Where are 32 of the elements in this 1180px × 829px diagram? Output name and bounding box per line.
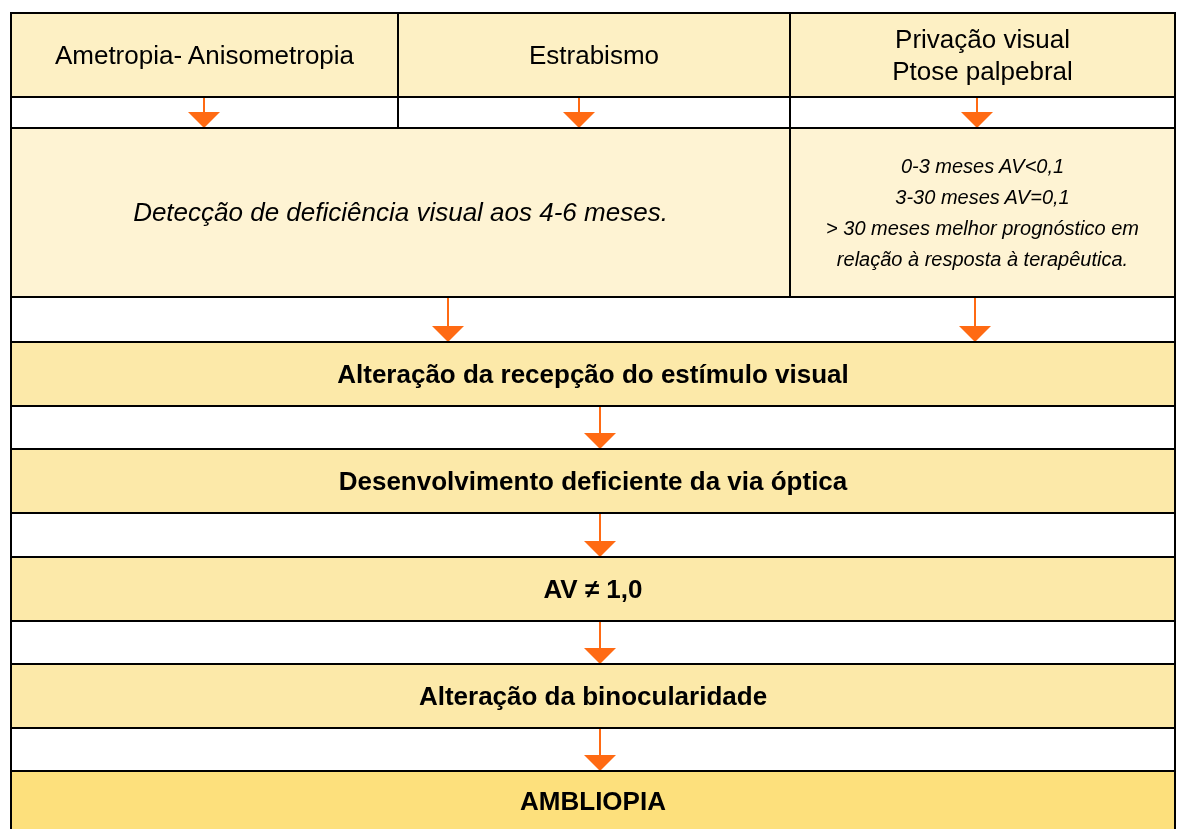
cell-text: Alteração da recepção do estímulo visual — [337, 357, 849, 391]
down-arrow — [563, 97, 595, 129]
table-cell — [10, 770, 1176, 829]
table-cell — [397, 12, 791, 98]
cell-text: Estrabismo — [528, 38, 659, 72]
table-cell — [10, 556, 1176, 622]
down-arrow — [959, 297, 991, 343]
cell-text: Ametropia- Anisometropia — [54, 38, 355, 72]
cell-text: Privação visual — [895, 23, 1070, 55]
down-arrow — [584, 513, 616, 558]
cell-text: Desenvolvimento deficiente da via óptica — [338, 464, 848, 498]
down-arrow — [584, 406, 616, 450]
table-cell — [10, 663, 1176, 729]
table-cell — [789, 12, 1176, 98]
cell-text: AMBLIOPIA — [520, 784, 666, 818]
table-cell — [789, 127, 1176, 298]
table-cell — [10, 448, 1176, 514]
table-cell — [10, 12, 399, 98]
down-arrow — [432, 297, 464, 343]
down-arrow — [584, 621, 616, 665]
cell-text: 0-3 meses AV<0,1 — [900, 153, 1065, 179]
cell-text: Alteração da binocularidade — [418, 679, 768, 713]
table-cell — [10, 341, 1176, 407]
down-arrow — [961, 97, 993, 129]
table-cell — [10, 127, 791, 298]
cell-text: 3-30 meses AV=0,1 — [895, 184, 1070, 210]
down-arrow — [188, 97, 220, 129]
cell-text: Detecção de deficiência visual aos 4-6 meses. — [133, 196, 668, 229]
cell-text: AV ≠ 1,0 — [543, 572, 643, 606]
cell-text: > 30 meses melhor prognóstico em relação à resposta à terapêutica. — [825, 215, 1140, 272]
down-arrow — [584, 728, 616, 772]
cell-text: Ptose palpebral — [892, 55, 1073, 87]
